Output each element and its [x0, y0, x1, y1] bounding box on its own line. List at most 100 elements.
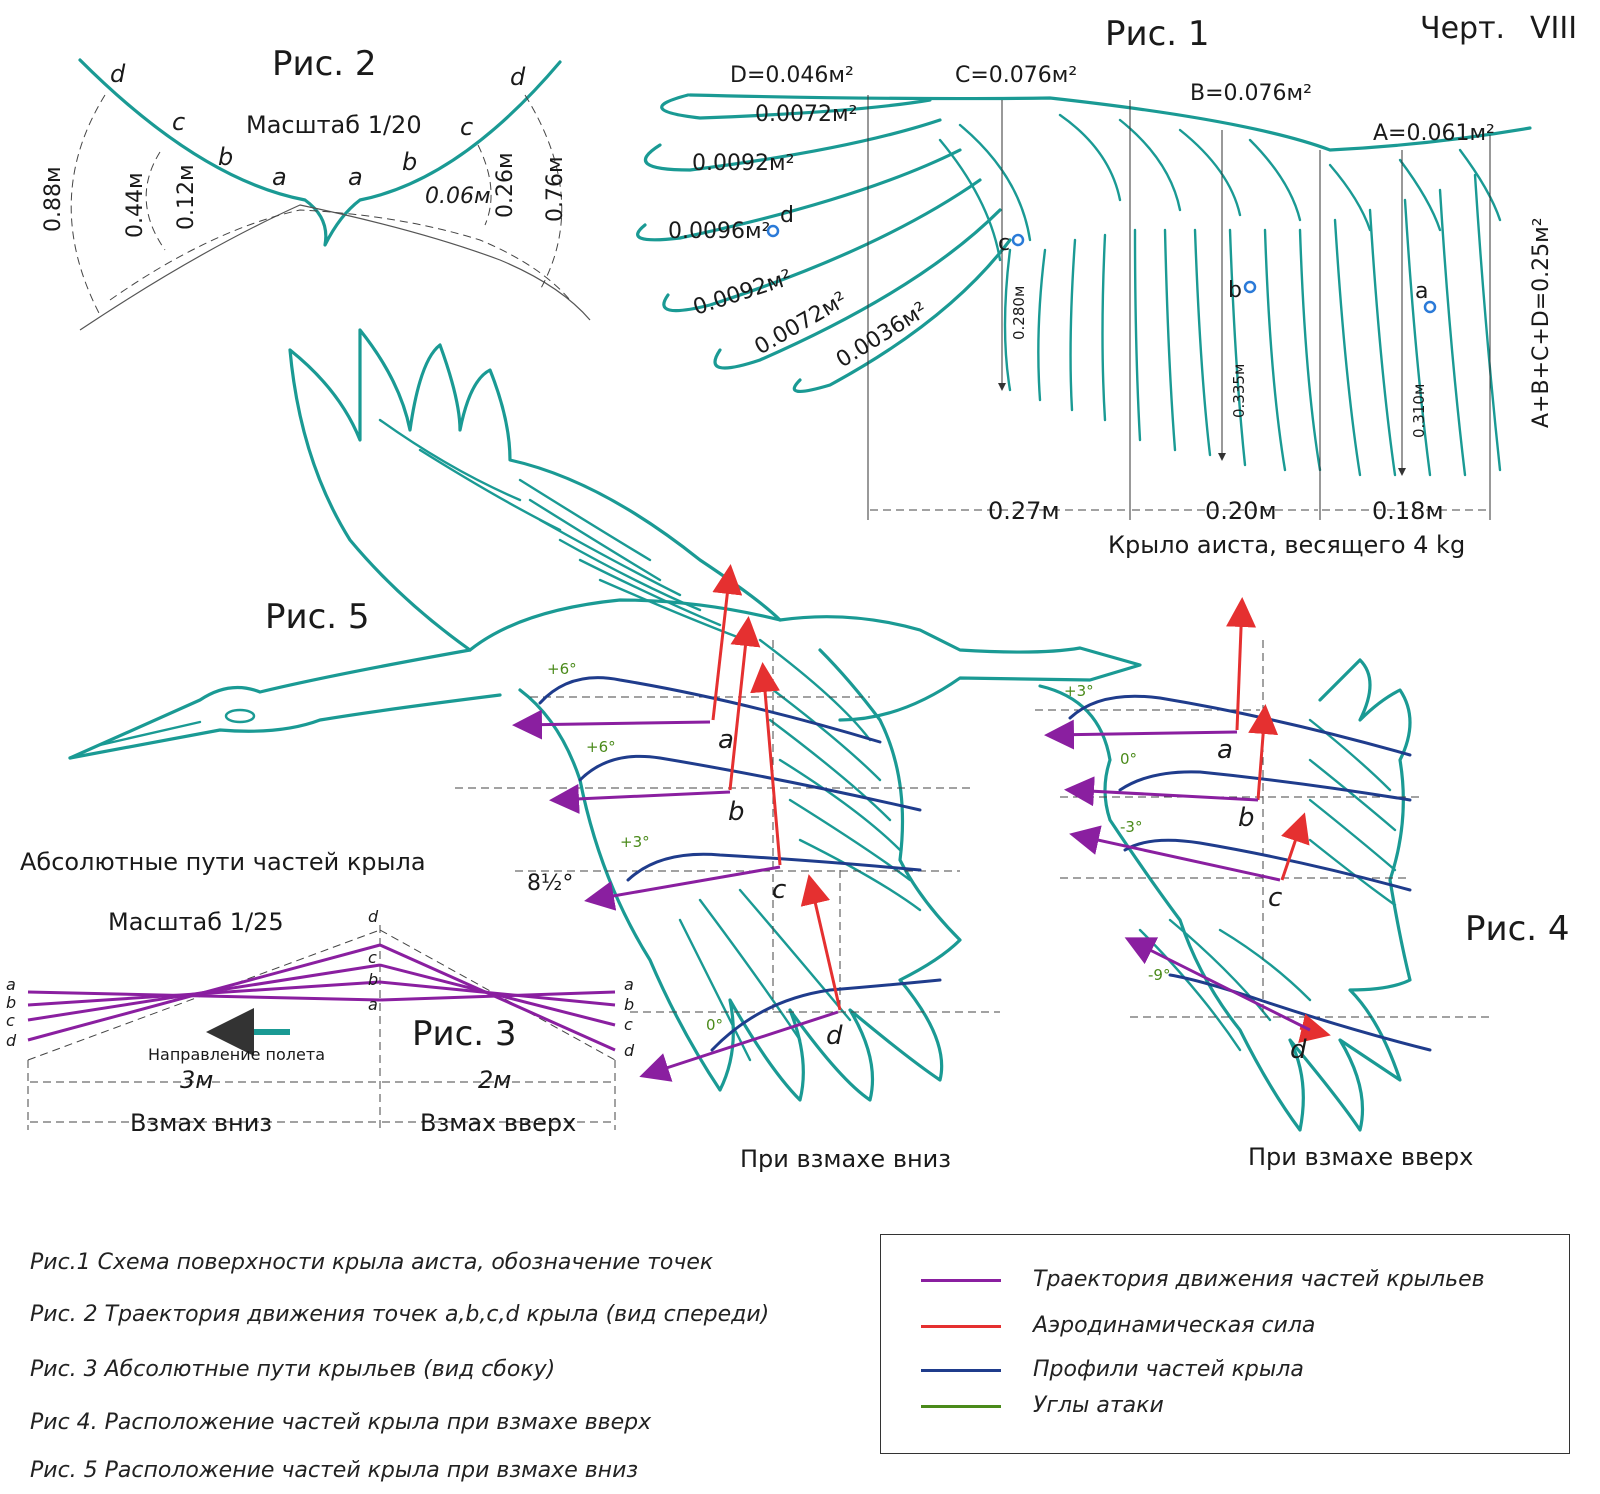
fig5-eye [224, 708, 256, 724]
fig4-angle-a: +3° [1064, 682, 1094, 700]
fig1-span-2: 0.20м [1205, 497, 1277, 525]
fig5-title: Рис. 5 [265, 597, 370, 637]
fig2-path-curve [79, 204, 591, 331]
fig3-path-a-down [27, 990, 381, 1002]
fig5-extra-angle: 8½° [527, 871, 573, 896]
legend-swatch-green [921, 1405, 1001, 1408]
sheet-number: VIII [1530, 11, 1577, 46]
fig1-feather-area-4: 0.0092м² [690, 265, 795, 320]
fig4-caption: При взмахе вверх [1248, 1143, 1473, 1171]
fig1-point-d-marker [766, 224, 780, 238]
fig1-feather-area-2: 0.0092м² [692, 151, 794, 176]
fig5-angle-b: +6° [586, 738, 616, 756]
legend-label-force: Аэродинамическая сила [1033, 1313, 1316, 1338]
fig2-dim-044-arc [145, 151, 166, 251]
fig3-mid-c: c [368, 948, 377, 967]
fig3-right-a: a [624, 975, 634, 994]
fig4-path-c [1069, 825, 1281, 882]
fig3-mid-b: b [368, 970, 378, 989]
fig4-path-d [1124, 937, 1311, 1032]
fig1-point-d: d [780, 203, 794, 228]
legend: Траектория движения частей крыльев Аэрод… [880, 1234, 1570, 1454]
fig5-neck-underside [68, 693, 502, 760]
fig3-path-d-down [27, 943, 381, 1042]
fig4-profile-a [1068, 694, 1412, 757]
fig1-span-3: 0.18м [1372, 497, 1444, 525]
fig4-point-d: d [1290, 1035, 1307, 1065]
fig5-beak-line [98, 720, 202, 747]
fig3-dist-down: 3м [180, 1066, 213, 1094]
fig1-chord-a: 0.310м [1410, 384, 1428, 438]
fig1-feather-area-3: 0.0096м² [668, 219, 770, 244]
fig3-path-c-up [379, 963, 616, 1027]
fig1-sum: A+B+C+D=0.25м² [1529, 217, 1554, 428]
fig3-path-d-up [379, 943, 616, 1052]
fig4-force-a [1226, 597, 1257, 731]
legend-label-trajectory: Траектория движения частей крыльев [1033, 1267, 1485, 1292]
fig2-dim-012: 0.12м [174, 164, 199, 230]
fig4-force-d [1298, 1013, 1331, 1043]
fig1-area-C: C=0.076м² [955, 63, 1077, 88]
fig5-force-d [800, 874, 842, 1011]
fig1-point-a-marker [1423, 300, 1437, 314]
fig4-angle-b: 0° [1120, 750, 1137, 768]
fig5-profile-b [578, 754, 922, 812]
fig5-force-b [728, 616, 761, 791]
fig5-upper-wing-coverts [378, 418, 742, 640]
fig1-point-a: a [1415, 279, 1428, 304]
legend-item-trajectory: Траектория движения частей крыльев [881, 1265, 1569, 1297]
fig1-feather-6 [792, 238, 1012, 393]
fig3-title: Рис. 3 [412, 1014, 517, 1054]
fig3-heading: Абсолютные пути частей крыла [20, 848, 426, 876]
fig3-left-a: a [6, 975, 16, 994]
fig2-wing-curve [78, 58, 562, 247]
fig2-dim-088: 0.88м [41, 166, 66, 232]
fig2-scale: Масштаб 1/20 [246, 111, 422, 139]
fig5-angle-c: +3° [620, 833, 650, 851]
fig3-direction: Направление полета [148, 1045, 325, 1064]
fig5-profile-c [626, 852, 922, 882]
fig5-angle-d: 0° [706, 1016, 723, 1034]
caption-fig3: Рис. 3 Абсолютные пути крыльев (вид сбок… [30, 1357, 556, 1382]
sheet-label: Черт. [1420, 11, 1505, 46]
fig5-body [68, 598, 1142, 760]
fig4: Рис. 4 +3° 0° -3° -9° a b [1035, 597, 1570, 1171]
fig4-angle-d: -9° [1148, 966, 1170, 984]
fig5: Рис. 5 [68, 328, 1142, 1173]
fig4-wing-outline [1038, 658, 1412, 1132]
fig2-dim-088-arc [70, 94, 106, 316]
fig3-left-d: d [6, 1031, 17, 1050]
fig2-left-c: c [172, 108, 185, 136]
legend-swatch-red [921, 1325, 1001, 1328]
fig5-path-a [512, 709, 711, 740]
fig1-area-D: D=0.046м² [730, 63, 854, 88]
fig3-right-b: b [624, 995, 634, 1014]
fig4-force-b [1248, 704, 1279, 801]
fig1-feather-2 [643, 118, 942, 172]
caption-fig1: Рис.1 Схема поверхности крыла аиста, обо… [30, 1250, 714, 1275]
fig5-upper-wing-outline [288, 328, 782, 652]
fig2: Рис. 2 Масштаб 1/20 d c b a a b c d 0.88… [41, 44, 591, 331]
fig3-right-d: d [624, 1041, 635, 1060]
fig1-leading-edge [688, 93, 1532, 152]
fig1-chord-b: 0.335м [1230, 364, 1248, 418]
fig4-path-a [1044, 719, 1238, 750]
fig4-point-a: a [1217, 735, 1233, 765]
fig4-profile-b [1118, 770, 1412, 802]
fig2-dim-006: 0.06м [425, 184, 491, 209]
fig2-title: Рис. 2 [272, 44, 377, 84]
legend-item-force: Аэродинамическая сила [881, 1311, 1569, 1343]
fig3-right-c: c [624, 1015, 633, 1034]
caption-fig5: Рис. 5 Расположение частей крыла при взм… [30, 1458, 639, 1483]
fig3-scale: Масштаб 1/25 [108, 908, 284, 936]
legend-item-profiles: Профили частей крыла [881, 1355, 1569, 1387]
fig1-feather-area-1: 0.0072м² [755, 102, 857, 127]
fig2-dim-026: 0.26м [493, 152, 518, 218]
fig3-mid-a: a [368, 995, 378, 1014]
fig5-force-c [750, 662, 782, 866]
fig1-feather-4 [662, 178, 982, 313]
fig2-right-b: b [402, 148, 417, 176]
fig4-profile-c [1123, 838, 1412, 892]
fig4-point-c: c [1268, 883, 1282, 913]
